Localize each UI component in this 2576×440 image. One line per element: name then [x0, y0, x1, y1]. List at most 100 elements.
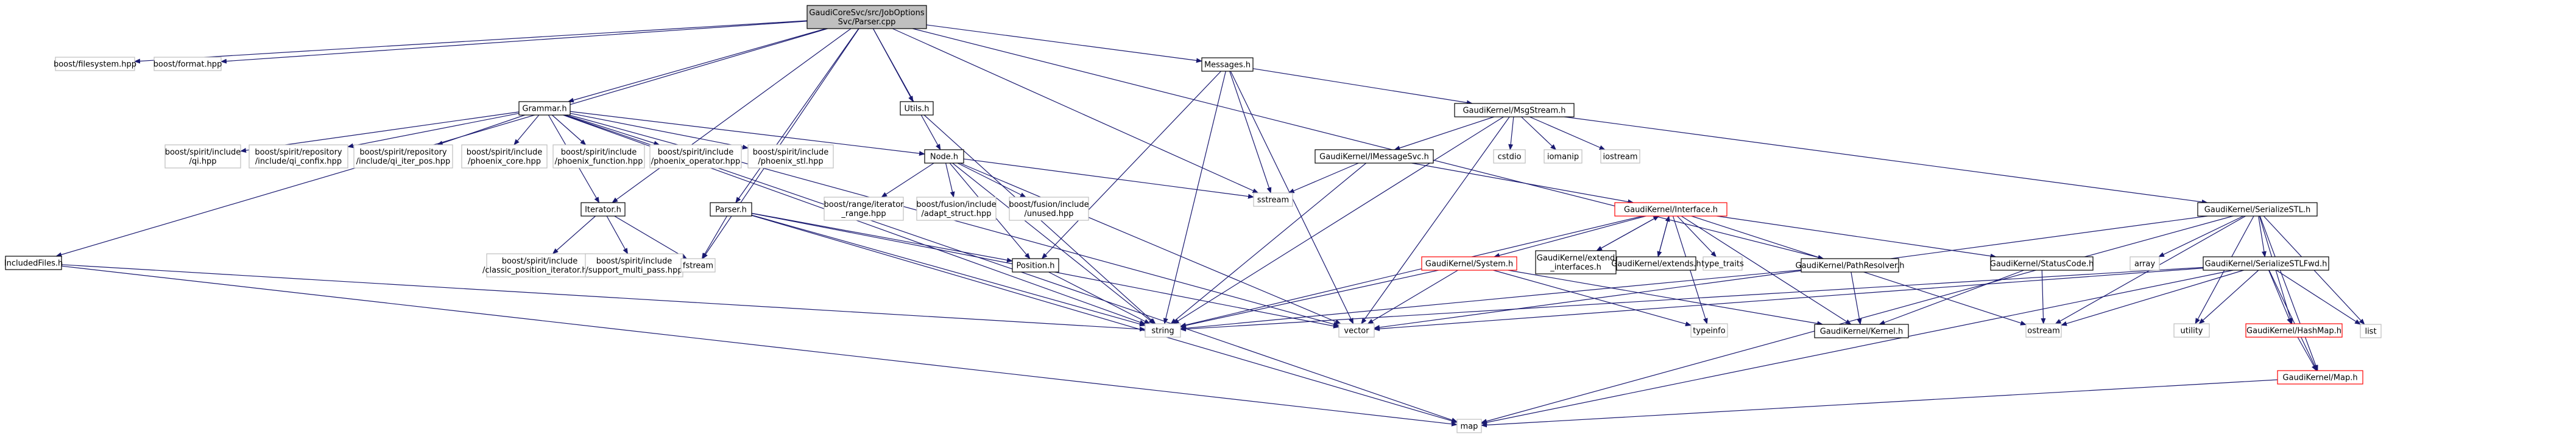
node-qiiter[interactable]: boost/spirit/repository/include/qi_iter_… — [353, 144, 453, 169]
node-ostream[interactable]: ostream — [2025, 323, 2062, 338]
node-extends[interactable]: GaudiKernel/extends.h — [1611, 256, 1701, 271]
node-pos[interactable]: Position.h — [1012, 258, 1059, 273]
node-iter[interactable]: Iterator.h — [580, 202, 626, 217]
node-label-mpass-line-0: boost/spirit/include — [596, 257, 672, 266]
node-utils[interactable]: Utils.h — [900, 101, 934, 116]
edge-gram-to-node — [570, 111, 925, 156]
node-extif[interactable]: GaudiKernel/extend_interfaces.h — [1535, 250, 1617, 274]
node-cstdio[interactable]: cstdio — [1493, 149, 1526, 164]
node-iomanip[interactable]: iomanip — [1544, 149, 1583, 164]
node-label-extif-line-0: GaudiKernel/extend — [1537, 254, 1615, 263]
node-phfun[interactable]: boost/spirit/include/phoenix_function.hp… — [552, 144, 645, 169]
node-iostream[interactable]: iostream — [1600, 149, 1640, 164]
node-incf[interactable]: IncludedFiles.h — [4, 256, 63, 270]
node-node[interactable]: Node.h — [924, 149, 964, 164]
edge-iface-to-sc — [1717, 215, 1997, 259]
node-sstl[interactable]: GaudiKernel/SerializeSTL.h — [2197, 202, 2318, 217]
node-hashmap[interactable]: GaudiKernel/HashMap.h — [2245, 323, 2343, 338]
node-qi[interactable]: boost/spirit/include/qi.hpp — [164, 144, 241, 169]
node-label-root-line-1: Svc/Parser.cpp — [838, 18, 896, 27]
edge-root-to-node — [872, 28, 941, 150]
node-box-phcore — [461, 144, 548, 169]
node-box-msgstream — [1454, 103, 1575, 117]
edge-root-to-sstream — [892, 28, 1259, 194]
edge-sstlfwd-to-gmap — [2268, 270, 2318, 371]
edge-msgs-to-msgstream — [1252, 68, 1473, 105]
node-label-phop-line-0: boost/spirit/include — [658, 148, 734, 157]
node-label-qiiter-line-1: /include/qi_iter_pos.hpp — [356, 157, 451, 166]
node-box-ttraits — [1703, 256, 1743, 271]
node-iface[interactable]: GaudiKernel/Interface.h — [1614, 202, 1727, 217]
node-label-imsgsvc-line-0: GaudiKernel/IMessageSvc.h — [1319, 153, 1429, 162]
edge-gram-to-phfun — [552, 114, 587, 145]
node-label-phfun-line-0: boost/spirit/include — [561, 148, 637, 157]
node-box-array — [2130, 256, 2160, 271]
node-sys[interactable]: GaudiKernel/System.h — [1421, 256, 1517, 271]
node-sstream[interactable]: sstream — [1253, 192, 1293, 207]
edge-sys-to-typeinfo — [1493, 270, 1692, 327]
node-box-utils — [900, 101, 934, 116]
node-vector[interactable]: vector — [1338, 323, 1375, 338]
node-root[interactable]: GaudiCoreSvc/src/JobOptionsSvc/Parser.cp… — [806, 5, 927, 29]
node-cpi[interactable]: boost/spirit/include/classic_position_it… — [482, 253, 597, 278]
node-imsgsvc[interactable]: GaudiKernel/IMessageSvc.h — [1314, 149, 1434, 164]
node-msgstream[interactable]: GaudiKernel/MsgStream.h — [1454, 103, 1575, 117]
node-array[interactable]: array — [2130, 256, 2160, 271]
node-box-gram — [518, 101, 571, 116]
edge-pos-to-string — [1048, 271, 1151, 324]
edge-hashmap-to-gmap — [2297, 337, 2317, 371]
edge-sstlfwd-to-string — [1180, 267, 2204, 332]
node-label-ostream-line-0: ostream — [2027, 327, 2060, 336]
edge-msgstream-to-iostream — [1529, 116, 1606, 150]
node-qicfx[interactable]: boost/spirit/repository/include/qi_confi… — [249, 144, 348, 169]
node-label-phop-line-1: /phoenix_operator.hpp — [651, 157, 740, 166]
node-fstream[interactable]: fstream — [680, 258, 716, 273]
node-box-imsgsvc — [1314, 149, 1434, 164]
edge-incf-to-string — [61, 264, 1146, 332]
node-kernel[interactable]: GaudiKernel/Kernel.h — [1814, 324, 1909, 338]
edge-sc-to-ostream — [2041, 270, 2046, 324]
node-map[interactable]: map — [1456, 419, 1482, 433]
edge-gram-to-qiiter — [436, 114, 525, 145]
node-phcore[interactable]: boost/spirit/include/phoenix_core.hpp — [461, 144, 548, 169]
node-ttraits[interactable]: type_traits — [1701, 256, 1744, 271]
node-label-pr-line-0: GaudiKernel/PathResolver.h — [1796, 262, 1905, 271]
node-box-map — [1456, 419, 1482, 433]
node-box-qi — [164, 144, 241, 169]
node-box-root — [806, 5, 927, 29]
edge-sstlfwd-to-utility — [2198, 270, 2259, 324]
node-gmap[interactable]: GaudiKernel/Map.h — [2277, 370, 2363, 385]
edge-node-to-brange — [881, 162, 934, 198]
node-unused[interactable]: boost/fusion/include/unused.hpp — [1009, 197, 1089, 221]
node-pr[interactable]: GaudiKernel/PathResolver.h — [1796, 258, 1905, 273]
node-sstlfwd[interactable]: GaudiKernel/SerializeSTLFwd.h — [2203, 256, 2329, 271]
node-msgs[interactable]: Messages.h — [1201, 57, 1254, 72]
node-label-list-line-0: list — [2365, 327, 2376, 337]
node-fmt[interactable]: boost/format.hpp — [154, 57, 222, 71]
node-adapt[interactable]: boost/fusion/include/adapt_struct.hpp — [916, 197, 997, 221]
node-sc[interactable]: GaudiKernel/StatusCode.h — [1990, 256, 2094, 271]
node-phstl[interactable]: boost/spirit/include/phoenix_stl.hpp — [747, 144, 834, 169]
node-box-pr — [1801, 258, 1899, 273]
node-label-qi-line-1: /qi.hpp — [189, 157, 216, 166]
edge-root-to-msgs — [926, 24, 1202, 63]
node-string[interactable]: string — [1145, 323, 1181, 338]
node-list[interactable]: list — [2360, 324, 2382, 338]
node-label-phstl-line-1: /phoenix_stl.hpp — [758, 157, 823, 166]
node-mpass[interactable]: boost/spirit/include/support_multi_pass.… — [585, 253, 683, 278]
node-label-fmt-line-0: boost/format.hpp — [154, 60, 222, 69]
edge-root-to-parser — [735, 28, 859, 203]
node-fs[interactable]: boost/filesystem.hpp — [54, 57, 136, 71]
node-label-parser-line-0: Parser.h — [715, 206, 747, 215]
node-brange[interactable]: boost/range/iterator_range.hpp — [824, 197, 904, 221]
node-utility[interactable]: utility — [2173, 323, 2210, 338]
node-phop[interactable]: boost/spirit/include/phoenix_operator.hp… — [649, 144, 742, 169]
node-parser[interactable]: Parser.h — [710, 202, 752, 217]
node-label-unused-line-0: boost/fusion/include — [1009, 200, 1089, 209]
node-typeinfo[interactable]: typeinfo — [1690, 323, 1728, 338]
node-gram[interactable]: Grammar.h — [518, 101, 571, 116]
edge-msgstream-to-cstdio — [1508, 116, 1514, 150]
edge-node-to-adapt — [945, 162, 955, 198]
node-box-qicfx — [249, 144, 348, 169]
node-label-phstl-line-0: boost/spirit/include — [753, 148, 829, 157]
